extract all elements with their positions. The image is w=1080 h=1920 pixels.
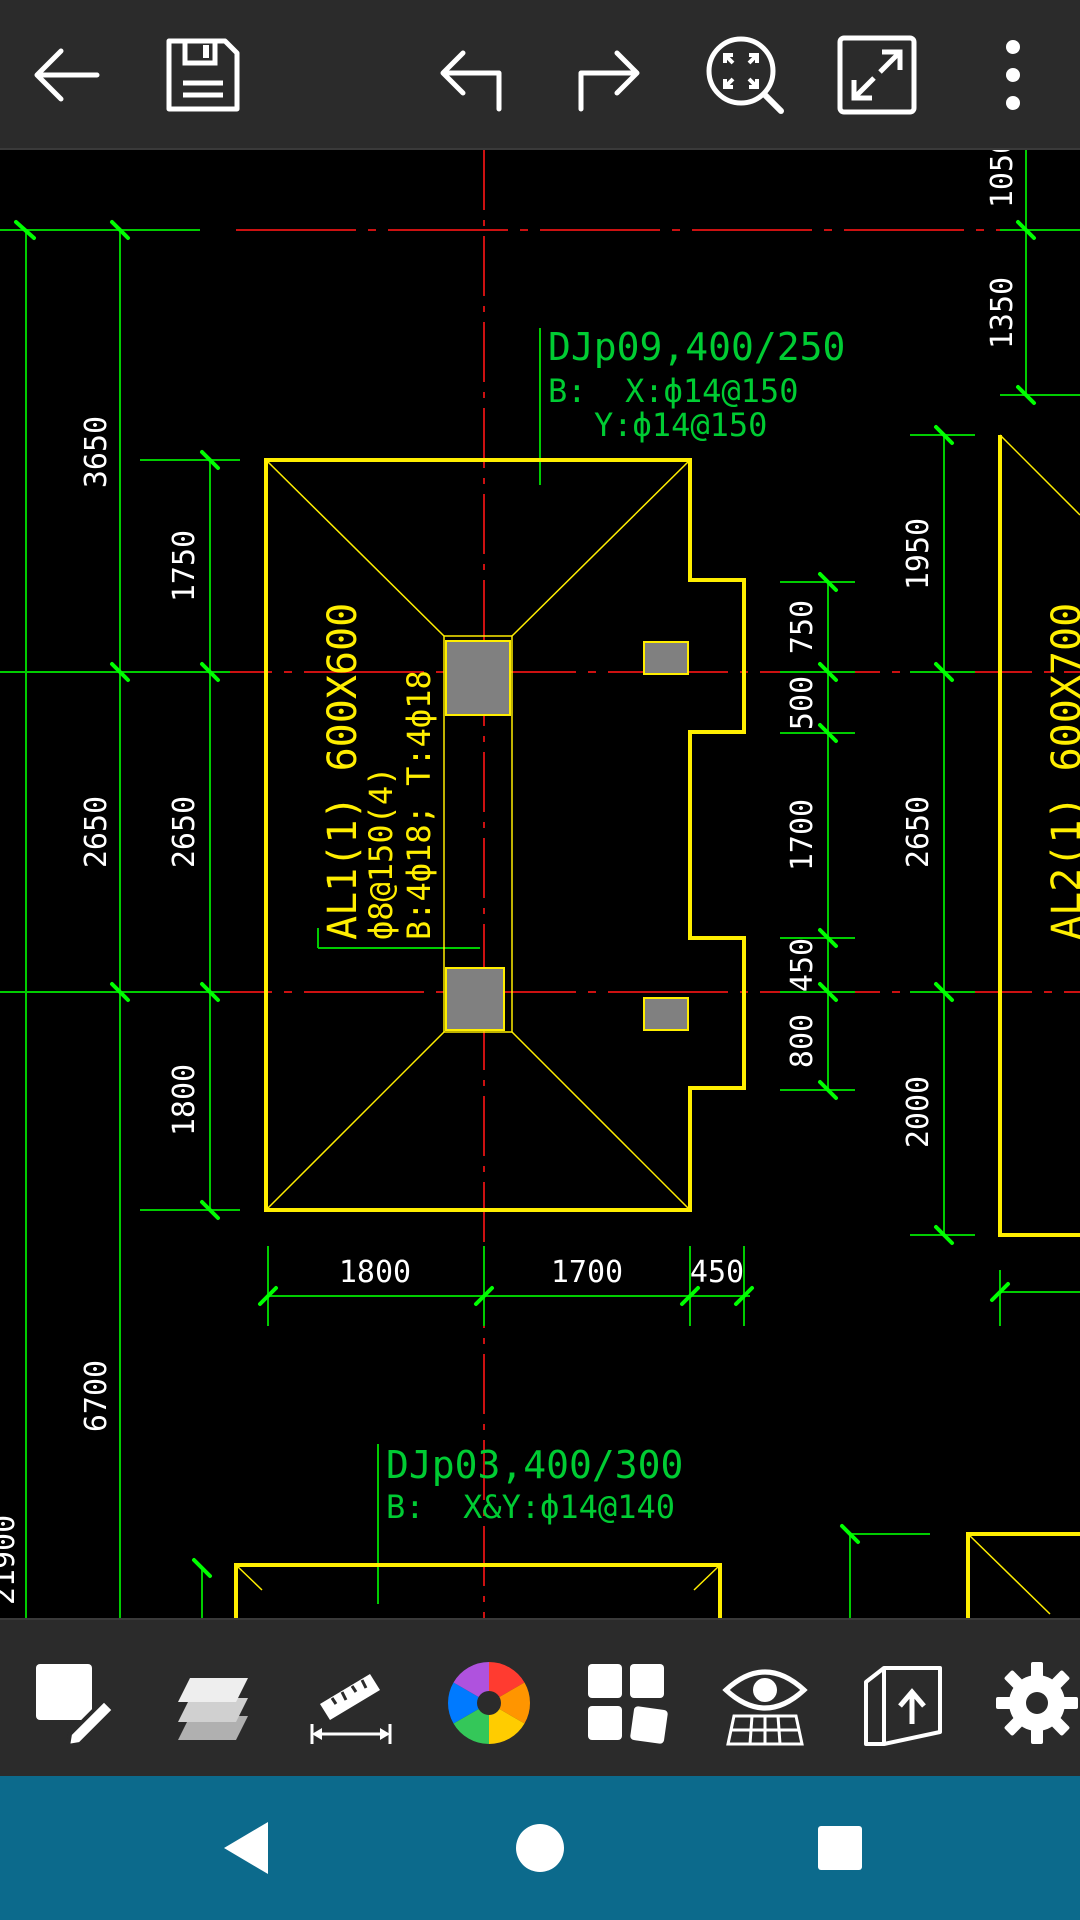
djp03-rebar: B: X&Y:ф14@140 (386, 1488, 675, 1526)
blocks-icon[interactable] (582, 1658, 672, 1748)
beam-labels: AL1(1) 600X600 ф8@150(4) B:4ф18; T:4ф18 … (320, 603, 1080, 940)
djp09-rebar-x: B: X:ф14@150 (548, 372, 798, 410)
djp03-title: DJp03,400/300 (386, 1443, 683, 1487)
dim-right-1350: 1350 (985, 277, 1020, 349)
nav-back-icon[interactable] (206, 1808, 286, 1888)
footing-outline (234, 434, 1080, 1618)
dim-bottom-450: 450 (690, 1255, 744, 1290)
fullscreen-icon[interactable] (832, 30, 922, 120)
dim-right-750: 750 (785, 600, 820, 654)
dim-right-450: 450 (785, 938, 820, 992)
zoom-extents-icon[interactable] (700, 30, 790, 120)
dim-right-1950: 1950 (901, 518, 936, 590)
dim-left-1800: 1800 (167, 1064, 202, 1136)
dimension-ticks (14, 220, 1036, 1578)
redo-icon[interactable] (562, 30, 652, 120)
dim-left-21900: 21900 (0, 1515, 22, 1605)
beam-al1-stirrup: ф8@150(4) (362, 767, 400, 940)
bottom-toolbar (0, 1618, 1080, 1778)
dim-right-1700: 1700 (785, 799, 820, 871)
beam-al1-title: AL1(1) 600X600 (320, 603, 366, 940)
cad-drawing: 3650 2650 6700 21900 1750 2650 1800 1050… (0, 150, 1080, 1618)
measure-icon[interactable] (306, 1658, 396, 1748)
column-blocks (445, 640, 689, 1031)
green-dimension-lines (0, 150, 1080, 1618)
save-icon[interactable] (158, 30, 248, 120)
dim-right-2650: 2650 (901, 796, 936, 868)
nav-home-icon[interactable] (500, 1808, 580, 1888)
system-nav-bar (0, 1776, 1080, 1920)
dim-right-2000: 2000 (901, 1076, 936, 1148)
dim-right-800: 800 (785, 1014, 820, 1068)
dim-right-500: 500 (785, 676, 820, 730)
settings-gear-icon[interactable] (994, 1658, 1080, 1748)
export-folder-icon[interactable] (858, 1658, 948, 1748)
color-wheel-icon[interactable] (444, 1658, 534, 1748)
dim-left-1750: 1750 (167, 530, 202, 602)
dimension-labels: 3650 2650 6700 21900 1750 2650 1800 1050… (0, 150, 1020, 1605)
dim-left-3650: 3650 (79, 416, 114, 488)
layers-icon[interactable] (168, 1658, 258, 1748)
dim-bottom-1700: 1700 (551, 1255, 623, 1290)
footing-labels: DJp09,400/250 B: X:ф14@150 Y:ф14@150 DJp… (386, 325, 845, 1526)
dim-left-6700: 6700 (79, 1360, 114, 1432)
dim-left-2650-a: 2650 (79, 796, 114, 868)
dim-left-2650-b: 2650 (167, 796, 202, 868)
more-vert-icon[interactable] (990, 30, 1036, 120)
top-toolbar (0, 0, 1080, 150)
view-icon[interactable] (720, 1658, 810, 1748)
nav-recents-icon[interactable] (800, 1808, 880, 1888)
djp09-rebar-y: Y:ф14@150 (594, 406, 767, 444)
dim-right-1050: 1050 (985, 150, 1020, 208)
undo-icon[interactable] (428, 30, 518, 120)
djp09-title: DJp09,400/250 (548, 325, 845, 369)
drawing-canvas[interactable]: 3650 2650 6700 21900 1750 2650 1800 1050… (0, 150, 1080, 1618)
edit-icon[interactable] (30, 1658, 120, 1748)
back-arrow-icon[interactable] (22, 30, 112, 120)
beam-al1-rebar: B:4ф18; T:4ф18 (400, 670, 438, 940)
beam-al2-title: AL2(1) 600X700 (1044, 603, 1080, 940)
dim-bottom-1800: 1800 (339, 1255, 411, 1290)
